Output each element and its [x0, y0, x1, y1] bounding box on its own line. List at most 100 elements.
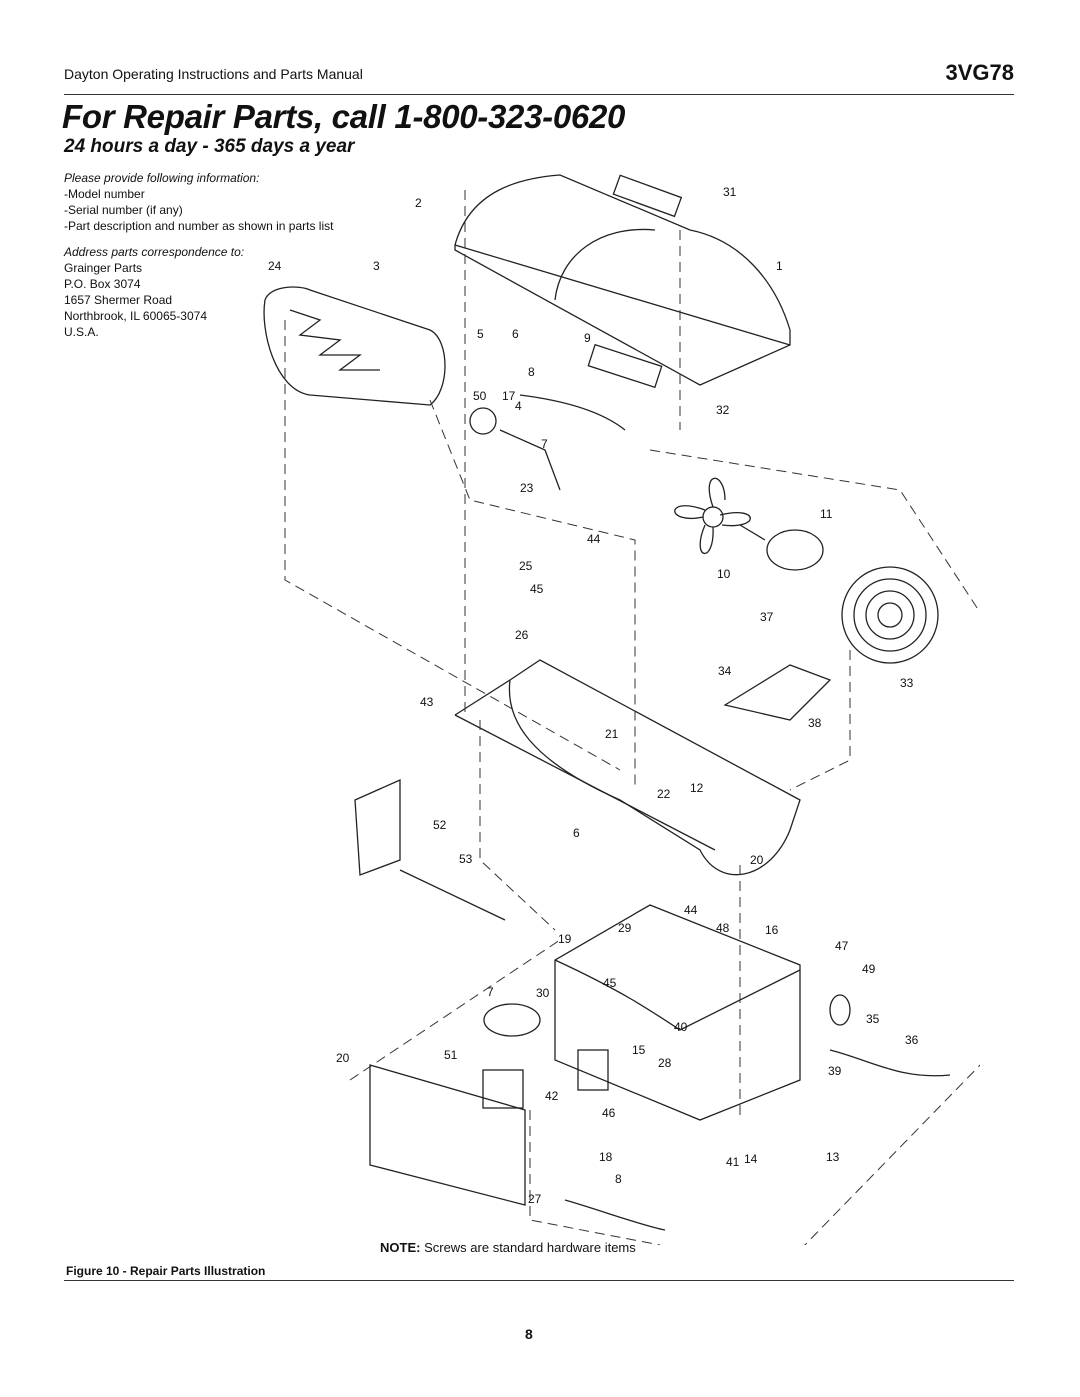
- part-label: 47: [835, 939, 849, 953]
- address-line: 1657 Shermer Road: [64, 293, 173, 307]
- part-label: 45: [603, 976, 617, 990]
- part-label: 27: [528, 1192, 542, 1206]
- part-label: 22: [657, 787, 671, 801]
- part-label: 43: [420, 695, 434, 709]
- part-label: 40: [674, 1020, 688, 1034]
- part-label: 49: [862, 962, 876, 976]
- address-line: U.S.A.: [64, 325, 99, 339]
- transformer-shape: [482, 1069, 524, 1109]
- part-label: 30: [536, 986, 550, 1000]
- manual-title: Dayton Operating Instructions and Parts …: [64, 66, 363, 82]
- part-label: 39: [828, 1064, 842, 1078]
- page-number: 8: [525, 1326, 533, 1342]
- part-label: 6: [512, 327, 519, 341]
- figure-caption: Figure 10 - Repair Parts Illustration: [66, 1264, 266, 1278]
- part-label: 44: [587, 532, 601, 546]
- part-label: 10: [717, 567, 731, 581]
- part-label: 9: [584, 331, 591, 345]
- top-cover-shape: [454, 174, 791, 386]
- control-board-shape: [354, 778, 401, 876]
- part-label: 23: [520, 481, 534, 495]
- pressure-regulator-shape: [483, 1003, 541, 1037]
- part-label: 16: [765, 923, 779, 937]
- part-label: 34: [718, 664, 732, 678]
- part-label: 45: [530, 582, 544, 596]
- part-label: 13: [826, 1150, 840, 1164]
- part-label: 29: [618, 921, 632, 935]
- part-label: 38: [808, 716, 822, 730]
- part-label: 28: [658, 1056, 672, 1070]
- deflector-shape: [587, 343, 663, 389]
- part-label: 7: [487, 985, 494, 999]
- page-subtitle: 24 hours a day - 365 days a year: [64, 136, 355, 157]
- page-title: For Repair Parts, call 1-800-323-0620: [62, 98, 626, 135]
- access-panel-shape: [369, 1064, 526, 1206]
- part-label: 25: [519, 559, 533, 573]
- part-label: 53: [459, 852, 473, 866]
- bottom-shell-shape: [454, 659, 801, 876]
- note-text: Screws are standard hardware items: [420, 1240, 636, 1255]
- part-label: 33: [900, 676, 914, 690]
- part-label: 42: [545, 1089, 559, 1103]
- provide-item: -Serial number (if any): [64, 203, 183, 217]
- part-label: 15: [632, 1043, 646, 1057]
- part-label: 21: [605, 727, 619, 741]
- address-heading: Address parts correspondence to:: [64, 245, 245, 259]
- part-label: 14: [744, 1152, 758, 1166]
- address-line: Grainger Parts: [64, 261, 143, 275]
- part-label: 20: [750, 853, 764, 867]
- fan-guard-shape: [841, 566, 939, 664]
- burner-disk-shape: [469, 407, 497, 435]
- part-label: 48: [716, 921, 730, 935]
- part-label: 17: [502, 389, 516, 403]
- provide-item: -Part description and number as shown in…: [64, 219, 334, 233]
- handle-shape: [612, 174, 683, 218]
- part-label: 2: [415, 196, 422, 210]
- provide-heading: Please provide following information:: [64, 171, 260, 185]
- fan-blades-shape: [674, 477, 751, 555]
- provide-item: -Model number: [64, 187, 145, 201]
- part-label: 37: [760, 610, 774, 624]
- power-cord-shape: [829, 1049, 951, 1077]
- part-label: 8: [615, 1172, 622, 1186]
- part-label: 12: [690, 781, 704, 795]
- info-block: Please provide following information: -M…: [64, 170, 333, 340]
- part-label: 44: [684, 903, 698, 917]
- diagram-artwork: [263, 174, 951, 1231]
- part-label: 19: [558, 932, 572, 946]
- footer-rule: [64, 1280, 1014, 1281]
- part-label: 18: [599, 1150, 613, 1164]
- base-tray-shape: [554, 904, 801, 1121]
- part-label: 11: [820, 507, 833, 521]
- part-label: 26: [515, 628, 529, 642]
- part-label: 6: [573, 826, 580, 840]
- model-number: 3VG78: [945, 60, 1015, 85]
- part-label: 36: [905, 1033, 919, 1047]
- fuel-line-shape: [564, 1199, 666, 1231]
- note-prefix: NOTE:: [380, 1240, 421, 1255]
- part-label: 3: [373, 259, 380, 273]
- header-rule: [64, 94, 1014, 95]
- part-label: 52: [433, 818, 447, 832]
- part-label: 8: [528, 365, 535, 379]
- address-line: Northbrook, IL 60065-3074: [64, 309, 207, 323]
- gas-valve-shape: [577, 1049, 609, 1091]
- dashed-guide-lines: [284, 190, 980, 1245]
- part-label: 4: [515, 399, 522, 413]
- diagram-note: NOTE: Screws are standard hardware items: [380, 1240, 636, 1255]
- motor-shape: [766, 529, 824, 571]
- address-line: P.O. Box 3074: [64, 277, 141, 291]
- part-label: 31: [723, 185, 737, 199]
- thermostat-knob-shape: [829, 994, 851, 1026]
- combustion-chamber-shape: [263, 286, 446, 406]
- part-label: 50: [473, 389, 487, 403]
- part-label: 46: [602, 1106, 616, 1120]
- part-label: 51: [444, 1048, 458, 1062]
- part-label: 5: [477, 327, 484, 341]
- part-label: 24: [268, 259, 282, 273]
- part-label: 32: [716, 403, 730, 417]
- part-label: 20: [336, 1051, 350, 1065]
- motor-bracket-shape: [723, 664, 832, 721]
